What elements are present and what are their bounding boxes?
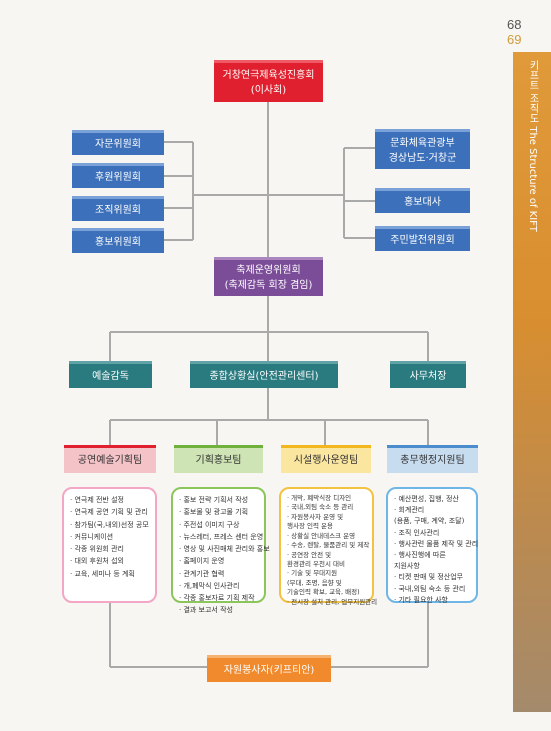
team-header-planning-pr: 기획홍보팀 bbox=[174, 445, 263, 473]
duty-item: (무대, 조명, 음향 및 bbox=[287, 578, 342, 587]
duty-item: (용품, 구매, 계약, 조달) bbox=[394, 517, 465, 526]
ministry-box: 문화체육관광부 경상남도·거창군 bbox=[375, 129, 470, 169]
page-number-right: 69 bbox=[507, 32, 522, 47]
duty-item: · 자원봉사자 운영 및 bbox=[287, 512, 344, 521]
volunteers-box: 자원봉사자(키프티안) bbox=[207, 655, 331, 682]
sidebar-band: 키프트 조직도 The Structure of KIFT bbox=[513, 52, 551, 712]
duty-item: 지원사항 bbox=[394, 562, 420, 571]
team-duties-planning-pr: · 홍보 전략 기획서 작성 · 홍보물 및 광고물 기획 · 주전섭 이미지 … bbox=[171, 487, 270, 614]
duty-item: · 홍보물 및 광고물 기획 bbox=[179, 508, 249, 517]
ministry-label: 문화체육관광부 bbox=[390, 137, 455, 149]
duty-item: · 커뮤니케이션 bbox=[70, 532, 114, 541]
duty-item: · 주전섭 이미지 구상 bbox=[179, 520, 240, 529]
festival-committee-title: 축제운영위원회 bbox=[236, 265, 301, 276]
organizing-committee-box: 조직위원회 bbox=[72, 196, 164, 221]
committee-label: 후원위원회 bbox=[95, 171, 141, 183]
team-duties-admin: · 예산편성, 집행, 정산 · 회계관리 (용품, 구매, 계약, 조달) ·… bbox=[386, 487, 479, 604]
duty-item: · 뉴스레터, 프레스 센터 운영 bbox=[179, 532, 264, 541]
duty-item: · 개,폐막식 인사관리 bbox=[179, 581, 240, 590]
art-director-label: 예술감독 bbox=[92, 370, 129, 382]
team-name: 기획홍보팀 bbox=[195, 455, 242, 466]
duty-item: · 국내,외팀 숙소 등 관리 bbox=[287, 503, 354, 512]
duty-item: 환경관리 우천시 대비 bbox=[287, 559, 345, 568]
committee-label: 자문위원회 bbox=[95, 138, 141, 150]
duty-item: · 홍보 전략 기획서 작성 bbox=[179, 496, 249, 504]
situation-room-label: 종합상황실(안전관리센터) bbox=[209, 370, 319, 382]
advisory-committee-box: 자문위원회 bbox=[72, 130, 164, 155]
duty-item: · 티켓 판매 및 정산업무 bbox=[394, 573, 464, 582]
team-name: 총무행정지원팀 bbox=[400, 455, 465, 466]
duty-item: · 각종 위원회 관리 bbox=[70, 545, 124, 553]
team-header-admin: 총무행정지원팀 bbox=[387, 445, 478, 473]
team-header-performing-arts: 공연예술기획팀 bbox=[64, 445, 156, 473]
residents-committee-label: 주민발전위원회 bbox=[390, 234, 455, 246]
secretary-general-box: 사무처장 bbox=[390, 361, 466, 388]
duty-item: · 행사관련 물품 제작 및 관리 bbox=[394, 539, 479, 548]
duty-item: · 전시장 설치 관리, 업무지원관리 bbox=[287, 597, 378, 606]
duty-item: · 교육, 세미나 등 계획 bbox=[70, 569, 135, 578]
ambassador-label: 홍보대사 bbox=[404, 196, 441, 208]
board-subtitle: (이사회) bbox=[250, 84, 287, 96]
board-of-directors-box: 거창연극제육성진흥회 (이사회) bbox=[214, 60, 323, 102]
duty-item: · 국내,외팀 숙소 등 관리 bbox=[394, 584, 466, 593]
duty-item: · 참가팀(국,내외)선정 공모 bbox=[70, 520, 149, 529]
volunteers-label: 자원봉사자(키프티안) bbox=[223, 664, 315, 676]
team-name: 공연예술기획팀 bbox=[77, 455, 143, 466]
situation-room-box: 종합상황실(안전관리센터) bbox=[190, 361, 338, 388]
duty-item: · 각종 홍보자료 기획 제작 bbox=[179, 594, 255, 602]
duty-item: 행사장 인력 운용 bbox=[287, 522, 333, 531]
province-label: 경상남도·거창군 bbox=[388, 152, 457, 164]
team-duties-performing-arts: · 연극제 전반 설정 · 연극제 공연 기획 및 관리 · 참가팀(국,내외)… bbox=[62, 487, 157, 603]
duty-item: · 조직 인사관리 bbox=[394, 528, 440, 537]
team-name: 시설행사운영팀 bbox=[293, 455, 359, 466]
duty-item: · 결과 보고서 작성 bbox=[179, 606, 233, 615]
duty-item: 기술인력 확보, 교육, 배정) bbox=[287, 588, 360, 597]
ambassador-box: 홍보대사 bbox=[375, 188, 470, 213]
duty-item: · 기타 필요한 사항 bbox=[394, 595, 448, 604]
committee-label: 조직위원회 bbox=[95, 204, 141, 216]
art-director-box: 예술감독 bbox=[69, 361, 152, 388]
duty-item: · 행사진행에 따른 bbox=[394, 550, 446, 559]
duty-item: · 기술 및 무대지원 bbox=[287, 569, 338, 578]
publicity-committee-box: 홍보위원회 bbox=[72, 228, 164, 253]
team-duties-facilities: · 개막, 폐막식장 디자인 · 국내,외팀 숙소 등 관리 · 자원봉사자 운… bbox=[279, 487, 377, 606]
team-header-facilities: 시설행사운영팀 bbox=[281, 445, 371, 473]
residents-committee-box: 주민발전위원회 bbox=[375, 226, 470, 251]
board-title: 거창연극제육성진흥회 bbox=[222, 69, 315, 81]
festival-committee-subtitle: (축제감독 회장 겸임) bbox=[224, 280, 313, 291]
committee-label: 홍보위원회 bbox=[95, 236, 141, 248]
sponsorship-committee-box: 후원위원회 bbox=[72, 163, 164, 188]
festival-committee-box: 축제운영위원회 (축제감독 회장 겸임) bbox=[214, 257, 323, 296]
duty-item: · 대외 후원처 섭외 bbox=[70, 557, 124, 566]
duty-item: · 홈페이지 운영 bbox=[179, 557, 225, 566]
duty-item: · 연극제 공연 기획 및 관리 bbox=[70, 508, 148, 517]
secretary-general-label: 사무처장 bbox=[409, 370, 447, 382]
sidebar-title: 키프트 조직도 The Structure of KIFT bbox=[527, 60, 538, 232]
duty-item: · 예산편성, 집행, 정산 bbox=[394, 495, 459, 503]
page-number-left: 68 bbox=[507, 17, 522, 32]
duty-item: · 수송, 렌탈, 물품관리 및 제작 bbox=[287, 541, 370, 550]
duty-item: · 개막, 폐막식장 디자인 bbox=[287, 494, 352, 502]
duty-item: · 상황실 안내데스크 운영 bbox=[287, 531, 356, 540]
duty-item: · 연극제 전반 설정 bbox=[70, 496, 124, 504]
duty-item: · 회계관리 bbox=[394, 506, 425, 515]
duty-item: · 영상 및 사진매체 관리와 홍보 bbox=[179, 545, 270, 553]
duty-item: · 공연장 안전 및 bbox=[287, 550, 332, 559]
duty-item: · 관계기관 협력 bbox=[179, 569, 225, 578]
